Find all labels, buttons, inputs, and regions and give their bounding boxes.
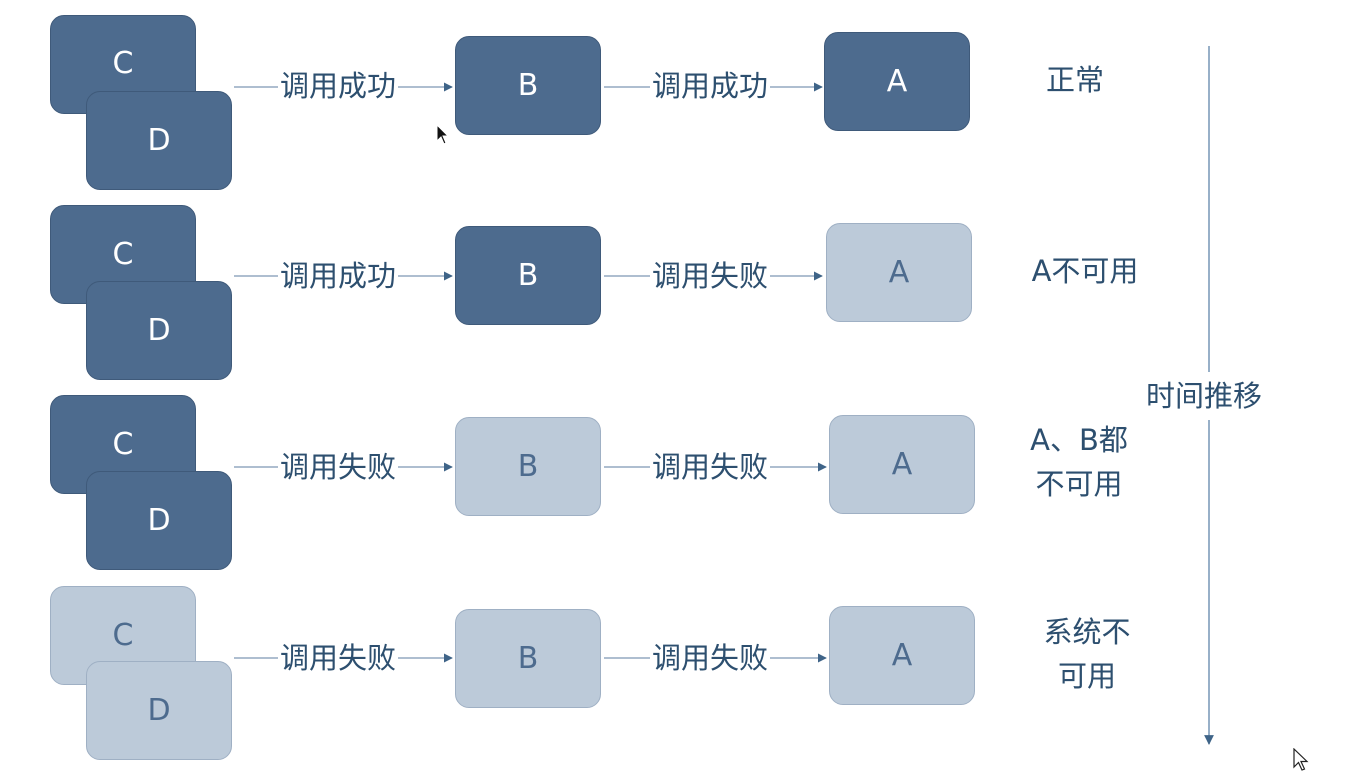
row4-status-line2: 可用 [1057, 659, 1116, 693]
row4-status-line1: 系统不 [1043, 615, 1131, 649]
row1-edge-label-1: 调用成功 [278, 68, 399, 104]
row3-node-a: A [829, 415, 975, 514]
row4-edge-label-1: 调用失败 [278, 640, 399, 676]
row2-edge-label-1: 调用成功 [278, 258, 399, 294]
row2-node-d-label: D [147, 313, 171, 348]
row1-status: 正常 [1000, 58, 1150, 102]
row2-node-d: D [86, 281, 232, 380]
row4-node-a-label: A [891, 638, 913, 673]
row4-edge-label-2: 调用失败 [650, 640, 771, 676]
row1-edge-label-2: 调用成功 [650, 68, 771, 104]
row4-node-c-label: C [112, 618, 134, 653]
row2-status: A不可用 [1010, 249, 1160, 293]
row3-node-a-label: A [891, 447, 913, 482]
timeline-label: 时间推移 [1146, 372, 1263, 420]
row3-status: A、B都 不可用 [1004, 418, 1154, 506]
row1-node-b: B [455, 36, 601, 135]
row3-edge-label-1: 调用失败 [278, 449, 399, 485]
row3-status-line1: A、B都 [1030, 423, 1128, 457]
row2-node-c-label: C [112, 237, 134, 272]
row2-node-b: B [455, 226, 601, 325]
row2-edge-label-2: 调用失败 [650, 258, 771, 294]
row3-status-line2: 不可用 [1035, 467, 1123, 501]
row4-node-b-label: B [517, 641, 539, 676]
row1-node-d-label: D [147, 123, 171, 158]
arrow-cursor-icon [436, 124, 450, 145]
row1-status-line1: 正常 [1045, 63, 1104, 97]
row1-node-d: D [86, 91, 232, 190]
row3-node-c-label: C [112, 427, 134, 462]
row3-node-d: D [86, 471, 232, 570]
row4-node-d-label: D [147, 693, 171, 728]
row4-node-a: A [829, 606, 975, 705]
row3-edge-label-2: 调用失败 [650, 449, 771, 485]
row4-status: 系统不 可用 [1012, 610, 1162, 698]
row4-node-d: D [86, 661, 232, 760]
row3-node-d-label: D [147, 503, 171, 538]
row3-node-b: B [455, 417, 601, 516]
row2-node-a: A [826, 223, 972, 322]
row1-node-a: A [824, 32, 970, 131]
row3-node-b-label: B [517, 449, 539, 484]
row4-node-b: B [455, 609, 601, 708]
row2-status-line1: A不可用 [1031, 254, 1139, 288]
row2-node-a-label: A [888, 255, 910, 290]
pointer-cursor-icon [1293, 748, 1309, 771]
row2-node-b-label: B [517, 258, 539, 293]
row1-node-b-label: B [517, 68, 539, 103]
row1-node-c-label: C [112, 46, 134, 81]
row1-node-a-label: A [886, 64, 908, 99]
